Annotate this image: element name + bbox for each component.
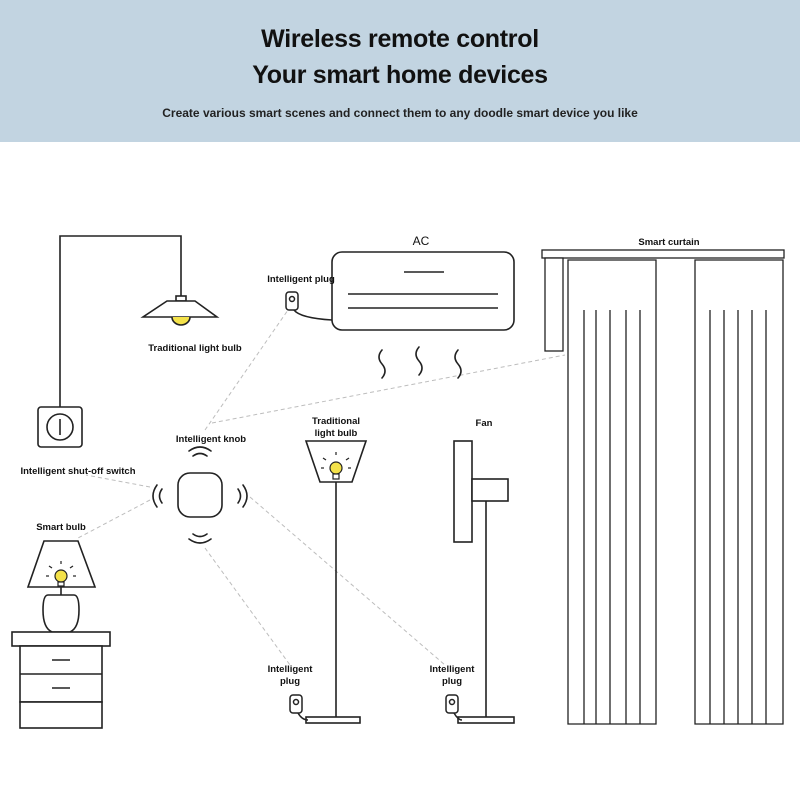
link-knob-switch [85, 474, 151, 488]
label-intelligent-plug-right-1: Intelligent [430, 664, 476, 675]
air-conditioner [331, 251, 515, 331]
label-traditional-light-bulb-pendant: Traditional light bulb [148, 343, 242, 354]
link-knob-fanplug [249, 496, 446, 666]
label-ac: AC [413, 234, 430, 248]
wireless-connection-lines [77, 309, 566, 666]
page-title-line2: Your smart home devices [252, 61, 548, 89]
smart-bulb-icon [46, 561, 76, 587]
label-intelligent-plug-left-2: plug [280, 676, 300, 687]
intelligent-plug-right [445, 694, 463, 721]
link-knob-plug [204, 309, 289, 431]
smart-home-diagram: Traditional light bulb Intelligent shut-… [11, 234, 785, 729]
link-knob-curtain [211, 354, 566, 424]
floor-lamp-bulb-icon [321, 452, 351, 480]
label-intelligent-plug-ac: Intelligent plug [267, 274, 335, 285]
label-smart-curtain: Smart curtain [638, 237, 699, 248]
intelligent-knob[interactable] [177, 472, 223, 518]
link-knob-smartbulb [77, 499, 151, 539]
nightstand [11, 631, 111, 729]
label-intelligent-plug-right-2: plug [442, 676, 462, 687]
floor-lamp [304, 440, 368, 724]
label-intelligent-plug-left-1: Intelligent [268, 664, 314, 675]
standing-fan [453, 440, 515, 724]
label-intelligent-knob: Intelligent knob [176, 434, 246, 445]
page-title-line1: Wireless remote control [261, 25, 539, 53]
shutoff-switch [37, 406, 83, 448]
link-knob-floorplug [204, 547, 291, 666]
pendant-lamp [59, 235, 220, 410]
label-intelligent-shutoff-switch: Intelligent shut-off switch [20, 466, 135, 477]
page-subtitle: Create various smart scenes and connect … [162, 106, 638, 120]
knob-signal-waves-icon [152, 446, 248, 544]
intelligent-plug-left [289, 694, 309, 721]
ac-airflow-icon [378, 346, 462, 379]
label-traditional-light-bulb-floor-2: light bulb [315, 428, 358, 439]
label-traditional-light-bulb-floor-1: Traditional [312, 416, 360, 427]
header-banner: Wireless remote control Your smart home … [0, 0, 800, 142]
label-smart-bulb: Smart bulb [36, 522, 86, 533]
intelligent-plug-ac [285, 291, 333, 321]
smart-curtain [541, 249, 785, 725]
label-fan: Fan [476, 418, 493, 429]
